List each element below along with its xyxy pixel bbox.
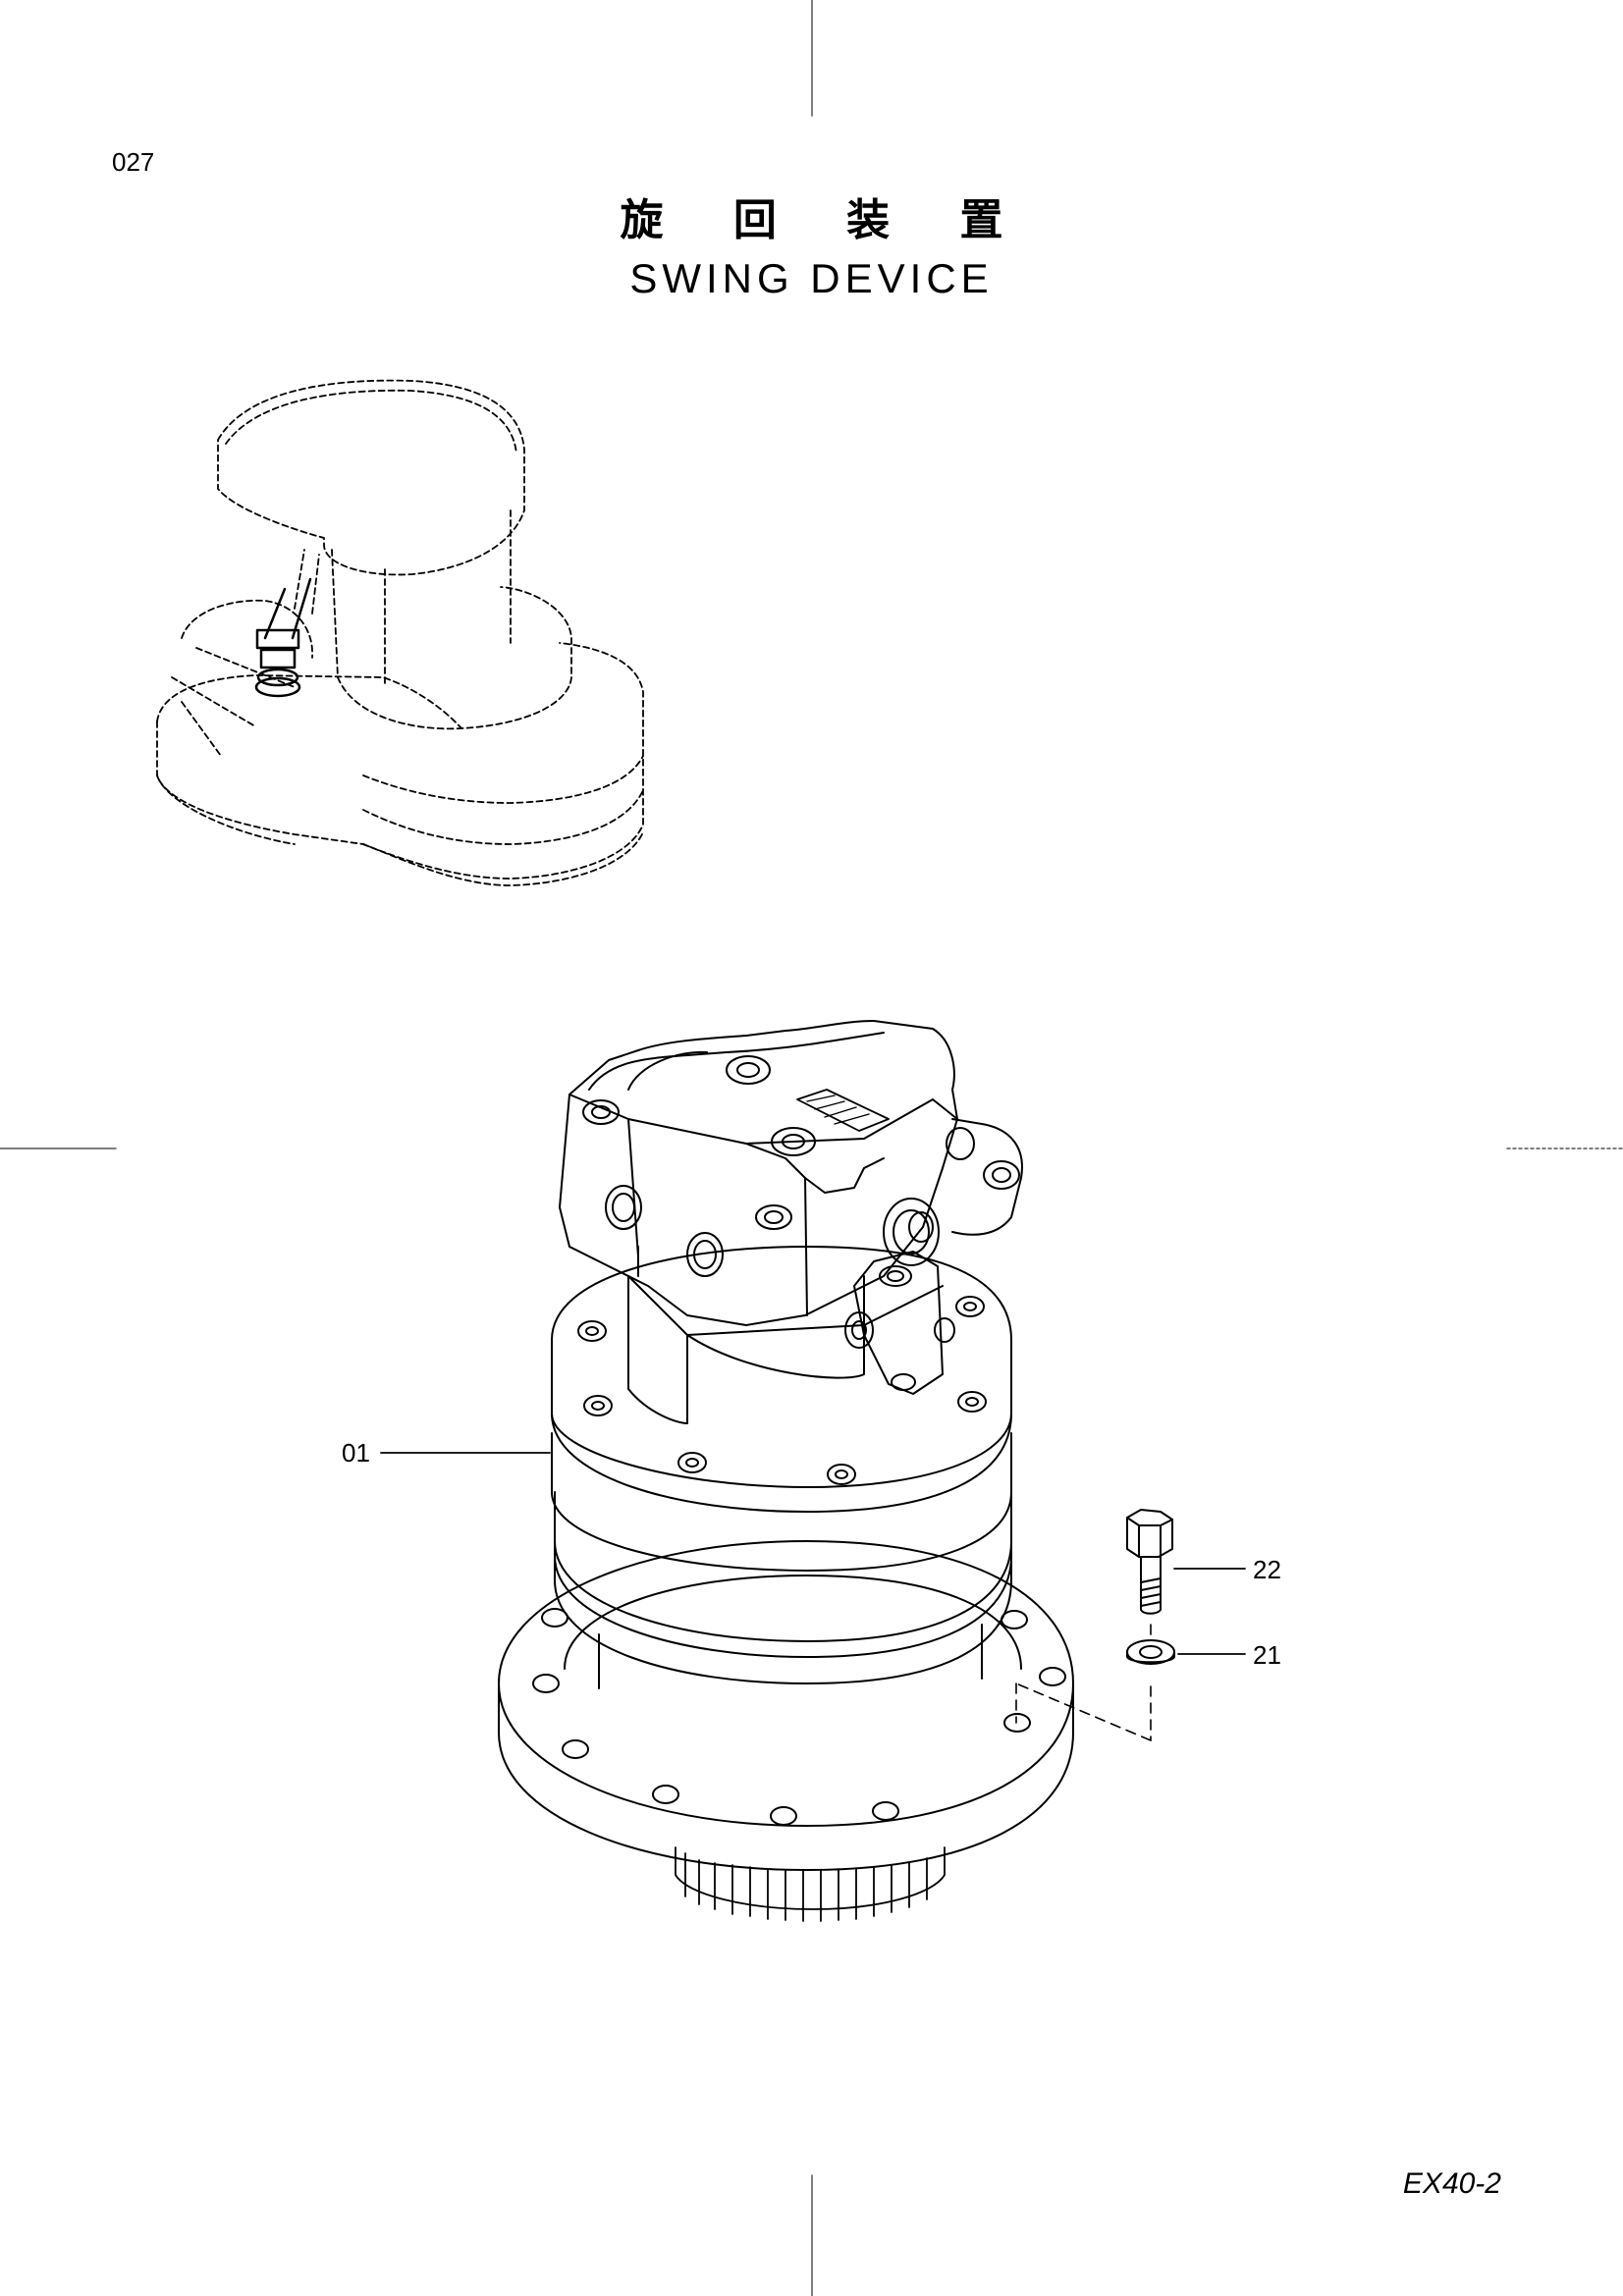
- washer-icon: [1126, 1639, 1175, 1665]
- reduction-gear-housing: [554, 1491, 1012, 1689]
- ring-gear-housing: [551, 1246, 1012, 1572]
- leader-lines: [380, 1452, 1246, 1655]
- swing-device-icon: [498, 1020, 1074, 1922]
- hydraulic-motor: [627, 1246, 944, 1424]
- callout-21: 21: [1253, 1640, 1281, 1670]
- title-japanese: 旋 回 装 置: [620, 195, 1031, 245]
- pinion-gear: [675, 1846, 946, 1922]
- swing-device-highlight-icon: [254, 577, 312, 698]
- page-title: 旋 回 装 置 SWING DEVICE: [0, 185, 1623, 302]
- model-code: EX40-2: [1402, 2167, 1501, 2200]
- assembly-line: [1015, 1624, 1152, 1741]
- title-english: SWING DEVICE: [629, 255, 994, 301]
- callout-22: 22: [1253, 1555, 1281, 1584]
- callout-01: 01: [342, 1438, 370, 1468]
- page-number: 027: [112, 147, 155, 177]
- mounting-flange: [498, 1540, 1074, 1871]
- valve-block: [559, 1020, 1023, 1395]
- excavator-location-icon: [156, 379, 644, 886]
- bolt-icon: [1126, 1509, 1173, 1615]
